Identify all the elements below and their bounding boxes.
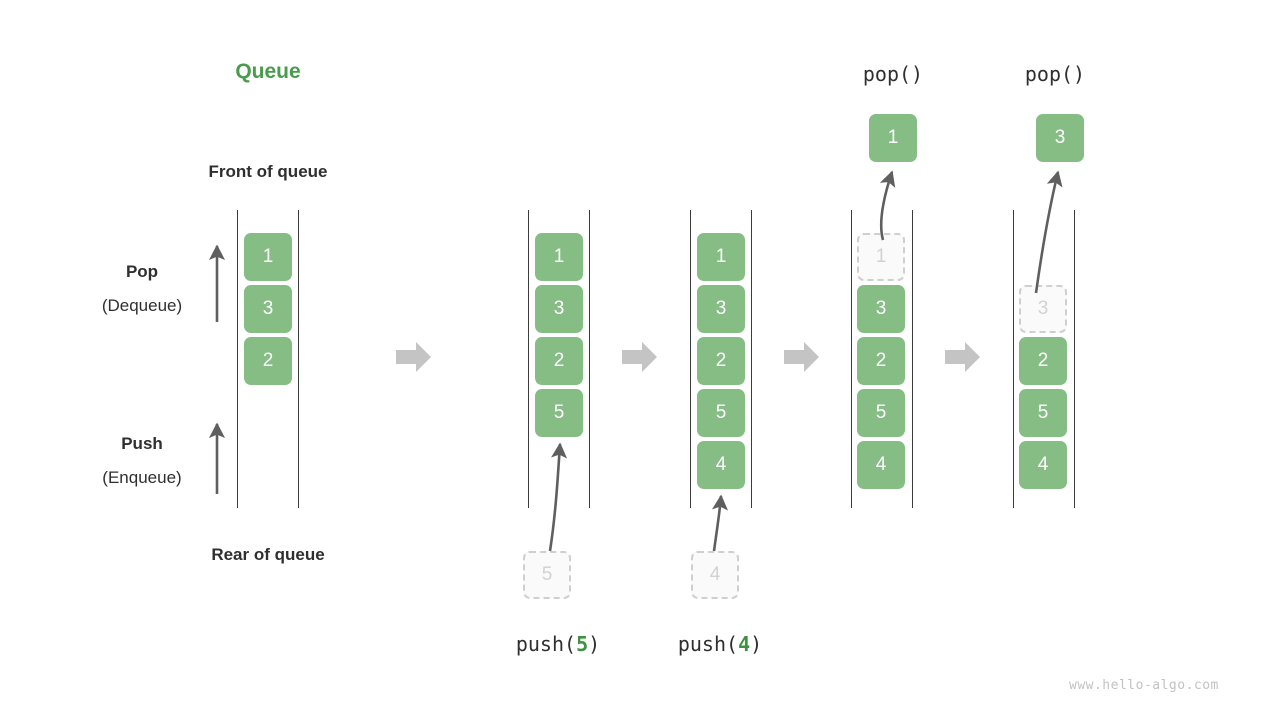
panel-header-pop-1: pop(): [862, 62, 924, 86]
panel-caption-push-4: push(4): [650, 632, 790, 656]
incoming-element-ghost[interactable]: 5: [523, 551, 571, 599]
flow-arrow-icon: [396, 340, 432, 374]
queue-rail-left: [237, 210, 238, 508]
queue-rail-left: [528, 210, 529, 508]
incoming-element-ghost[interactable]: 4: [691, 551, 739, 599]
flow-arrow-icon: [622, 340, 658, 374]
caption-prefix: push(: [677, 632, 739, 656]
page-title: Queue: [235, 60, 301, 83]
queue-rail-left: [690, 210, 691, 508]
queue-cell-new[interactable]: 5: [535, 389, 583, 437]
queue-cell[interactable]: 4: [1019, 441, 1067, 489]
queue-cell-new[interactable]: 4: [697, 441, 745, 489]
queue-cell[interactable]: 5: [857, 389, 905, 437]
push-sublabel: (Enqueue): [102, 468, 182, 487]
queue-cell-removed-ghost[interactable]: 1: [857, 233, 905, 281]
panel-caption-push-5: push(5): [488, 632, 628, 656]
queue-rail-right: [298, 210, 299, 508]
queue-cell[interactable]: 2: [697, 337, 745, 385]
queue-cell[interactable]: 2: [1019, 337, 1067, 385]
queue-cell[interactable]: 1: [535, 233, 583, 281]
flow-arrow-icon: [945, 340, 981, 374]
queue-rail-right: [589, 210, 590, 508]
queue-rail-right: [751, 210, 752, 508]
queue-cell[interactable]: 4: [857, 441, 905, 489]
caption-suffix: ): [750, 632, 763, 656]
queue-rail-right: [1074, 210, 1075, 508]
queue-cell[interactable]: 3: [244, 285, 292, 333]
front-of-queue-label: Front of queue: [208, 162, 328, 181]
queue-cell[interactable]: 1: [697, 233, 745, 281]
caption-value: 5: [576, 632, 589, 656]
caption-value: 4: [738, 632, 751, 656]
queue-rail-left: [1013, 210, 1014, 508]
queue-cell[interactable]: 2: [535, 337, 583, 385]
pop-sublabel: (Dequeue): [101, 296, 183, 315]
caption-suffix: ): [588, 632, 601, 656]
queue-cell[interactable]: 5: [1019, 389, 1067, 437]
push-label: Push: [121, 434, 163, 453]
queue-cell-removed-ghost[interactable]: 3: [1019, 285, 1067, 333]
queue-cell[interactable]: 3: [697, 285, 745, 333]
popped-element[interactable]: 3: [1036, 114, 1084, 162]
pop-3-arrow: [1034, 170, 1063, 294]
queue-cell[interactable]: 2: [244, 337, 292, 385]
rear-of-queue-label: Rear of queue: [211, 545, 325, 564]
push-5-arrow: [548, 442, 568, 552]
caption-prefix: push(: [515, 632, 577, 656]
queue-cell[interactable]: 1: [244, 233, 292, 281]
queue-rail-left: [851, 210, 852, 508]
popped-element[interactable]: 1: [869, 114, 917, 162]
queue-cell[interactable]: 5: [697, 389, 745, 437]
flow-arrow-icon: [784, 340, 820, 374]
queue-rail-right: [912, 210, 913, 508]
panel-header-pop-2: pop(): [1024, 62, 1086, 86]
pop-1-arrow: [879, 170, 896, 241]
queue-cell[interactable]: 2: [857, 337, 905, 385]
push-4-arrow: [711, 494, 729, 552]
queue-cell[interactable]: 3: [857, 285, 905, 333]
queue-cell[interactable]: 3: [535, 285, 583, 333]
pop-label: Pop: [125, 262, 159, 281]
watermark: www.hello-algo.com: [1069, 678, 1219, 693]
